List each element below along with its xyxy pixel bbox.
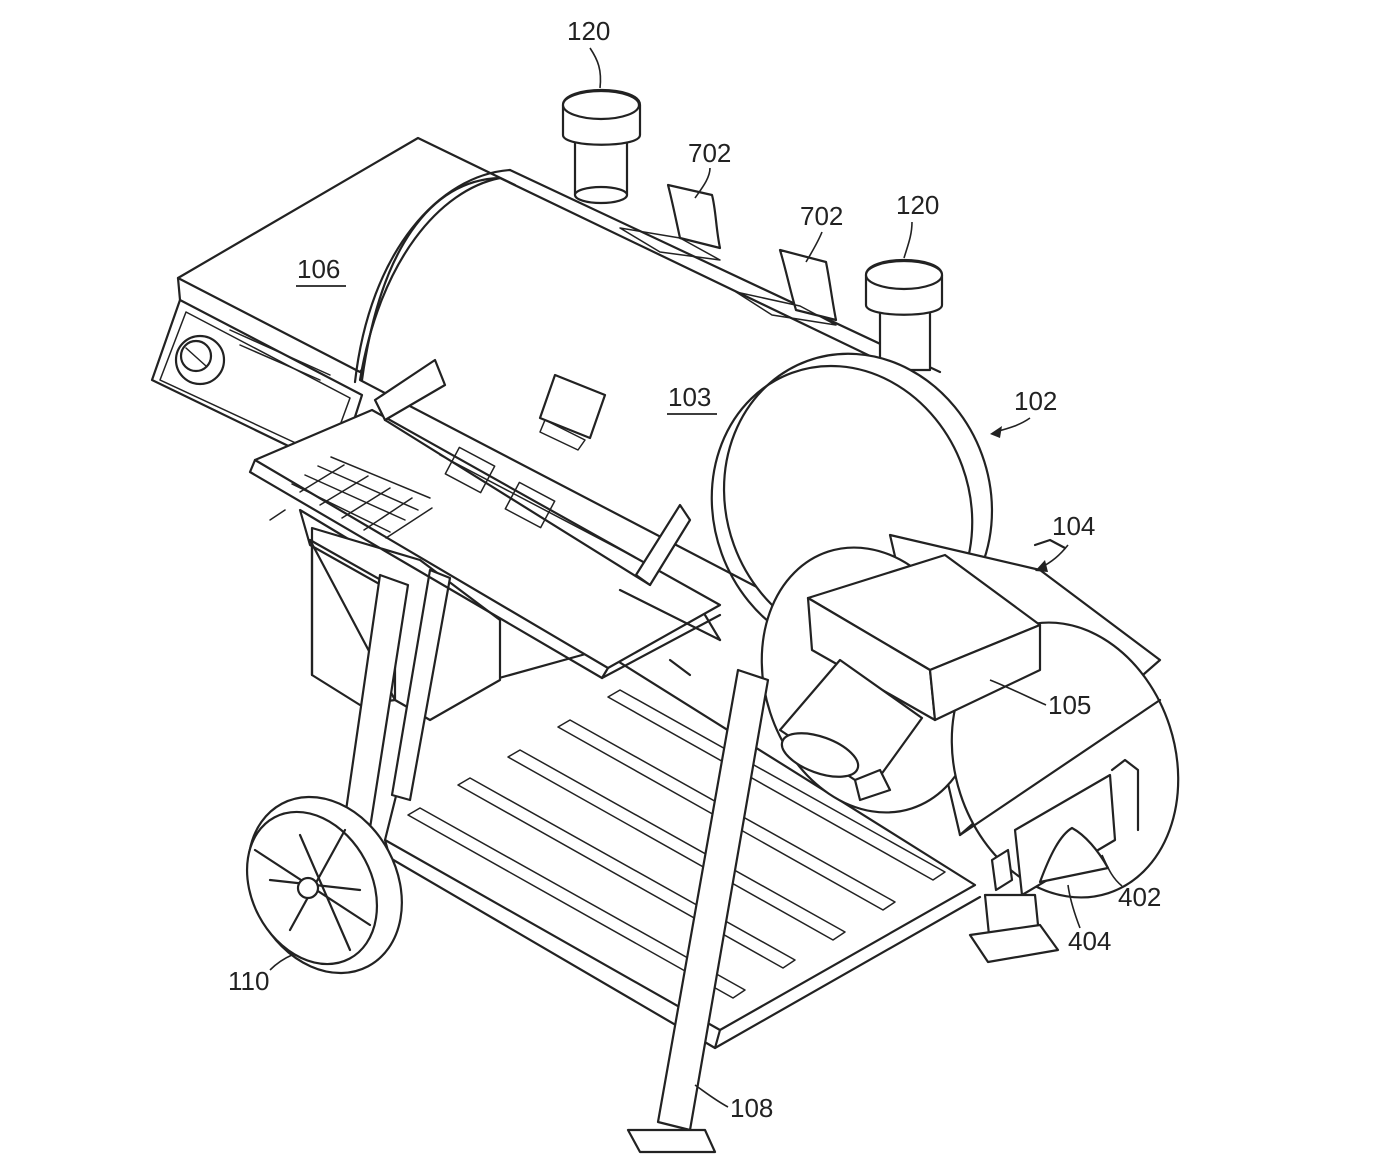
label-damper: 404: [1067, 884, 1111, 956]
left-legs: [338, 568, 452, 862]
label-text: 103: [668, 382, 711, 412]
label-text: 702: [800, 201, 843, 231]
label-smoker-body: 102: [990, 386, 1057, 438]
chamber-handle[interactable]: [538, 373, 607, 451]
label-text: 404: [1068, 926, 1111, 956]
label-tab-left: 702: [688, 138, 731, 199]
label-firebox: 104: [1035, 511, 1095, 572]
label-text: 120: [567, 16, 610, 46]
label-text: 106: [297, 254, 340, 284]
wheel: [245, 795, 403, 975]
label-text: 120: [896, 190, 939, 220]
pellet-bucket: [269, 508, 502, 722]
tray-support: [618, 588, 722, 677]
vent-left[interactable]: [561, 89, 642, 205]
label-text: 105: [1048, 690, 1091, 720]
label-chamber: 103: [667, 382, 717, 415]
tab-left: [619, 183, 722, 261]
label-door: 402: [1101, 854, 1161, 912]
label-text: 110: [228, 966, 269, 996]
label-text: 102: [1014, 386, 1057, 416]
label-vent-right: 120: [896, 190, 939, 259]
label-side-shelf: 106: [296, 254, 346, 287]
label-text: 402: [1118, 882, 1161, 912]
vent-right[interactable]: [864, 259, 944, 372]
auger-assembly: [778, 658, 924, 802]
pellet-hopper: [806, 553, 1042, 722]
label-leg: 108: [694, 1084, 773, 1123]
tray-grid: [291, 456, 433, 539]
front-tray: [248, 358, 722, 680]
label-tab-right: 702: [800, 201, 843, 263]
label-text: 108: [730, 1093, 773, 1123]
label-vent-left: 120: [567, 16, 610, 89]
control-knob[interactable]: [174, 334, 226, 386]
firebox-foot: [968, 893, 1060, 964]
label-hopper: 105: [989, 679, 1091, 720]
label-wheel: 110: [228, 954, 293, 996]
door-handles[interactable]: [990, 538, 1140, 892]
label-text: 104: [1052, 511, 1095, 541]
label-text: 702: [688, 138, 731, 168]
front-leg: [626, 668, 770, 1154]
tab-right: [735, 248, 838, 326]
damper[interactable]: [1038, 826, 1110, 884]
